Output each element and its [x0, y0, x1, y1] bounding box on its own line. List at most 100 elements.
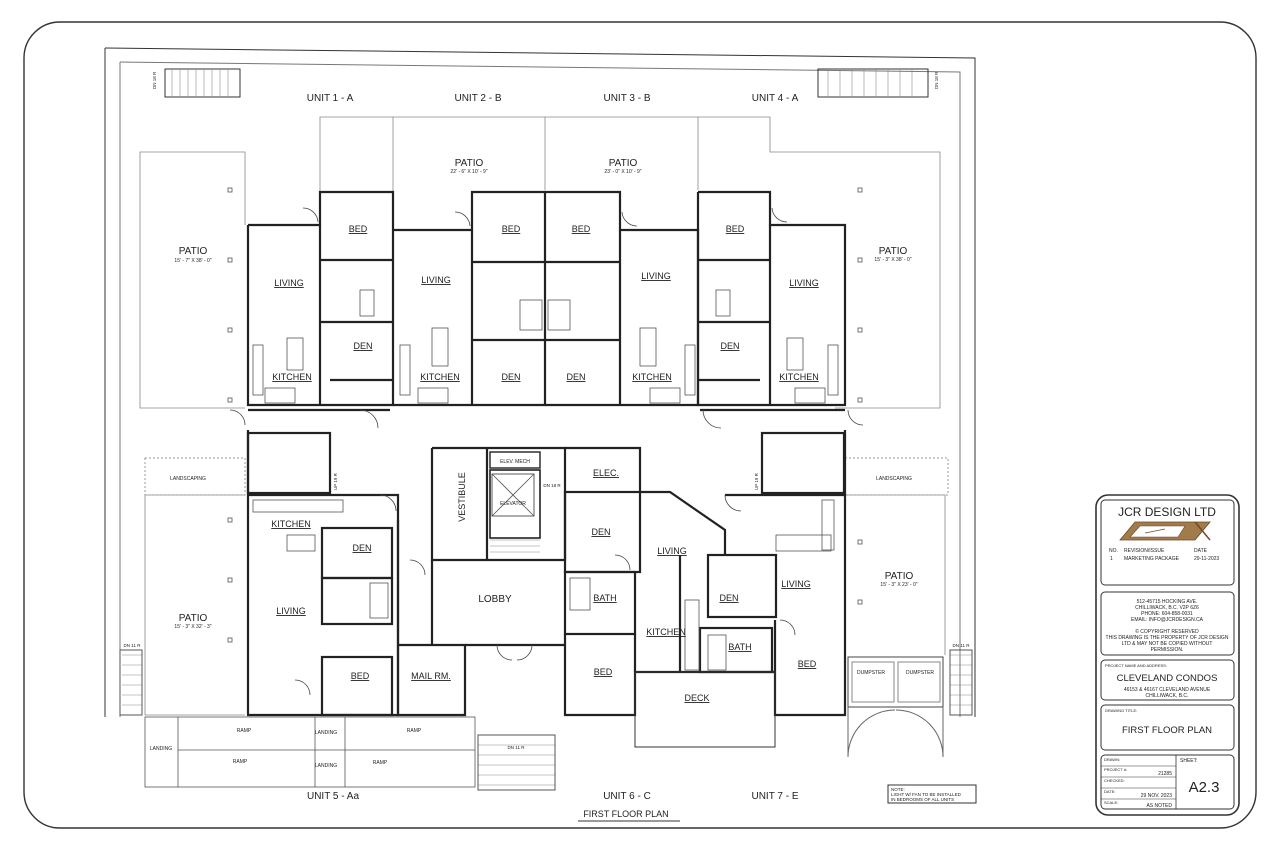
stair-callout: DN 18 R — [543, 483, 561, 488]
project-address: CHILLIWACK, B.C. — [1146, 693, 1189, 699]
room-label: BED — [349, 224, 368, 234]
copyright: PERMISSION. — [1151, 647, 1184, 653]
copyright: THIS DRAWING IS THE PROPERTY OF JCR DESI… — [1106, 635, 1229, 641]
rev-date: 29-11-2023 — [1194, 556, 1219, 562]
patio-label: PATIO — [879, 246, 908, 257]
room-label: ELEV. MECH — [500, 459, 530, 465]
patio-label: PATIO — [885, 571, 914, 582]
patio-unit1-outline — [139, 151, 246, 409]
date-label: DATE: — [1104, 789, 1115, 794]
room-label: KITCHEN — [646, 627, 686, 637]
unit-2-label: UNIT 2 - B — [454, 93, 501, 104]
room-label: KITCHEN — [779, 372, 819, 382]
project-no: 21285 — [1158, 771, 1172, 777]
room-label: KITCHEN — [632, 372, 672, 382]
property-line — [104, 47, 976, 717]
room-label: ELEVATOR — [500, 501, 526, 507]
address-line: 512-45715 HOCKING AVE. — [1137, 599, 1198, 605]
rev-date-header: DATE — [1194, 548, 1208, 554]
ramp-label: RAMP — [373, 760, 388, 766]
room-label: DEN — [720, 341, 739, 351]
company-logo-icon — [1119, 521, 1211, 541]
title-block: JCR DESIGN LTD NO. REVISION/ISSUE DATE 1… — [1095, 494, 1240, 816]
room-label: BED — [726, 224, 745, 234]
project-address: 46153 & 46167 CLEVELAND AVENUE — [1124, 687, 1211, 693]
patio-dims: 22' - 6" X 10' - 9" — [450, 169, 487, 175]
stair-callout: DN 18 R — [152, 71, 157, 89]
dumpster-enclosure — [847, 656, 944, 708]
room-label: BED — [594, 667, 613, 677]
checked-label: CHECKED: — [1104, 778, 1125, 783]
room-label: DEN — [719, 593, 738, 603]
sheet-label: SHEET: — [1180, 758, 1198, 764]
unit-1-label: UNIT 1 - A — [307, 93, 354, 104]
room-label: DEN — [352, 543, 371, 553]
stair-callout: UP 19 R — [333, 472, 338, 490]
dumpster-label: DUMPSTER — [906, 670, 934, 676]
room-label: VESTIBULE — [457, 472, 467, 522]
stair-callout: UP 19 R — [754, 472, 759, 490]
room-label: ELEC. — [593, 468, 619, 478]
stair-callout: DN 11 R — [124, 643, 142, 648]
drawing-title: FIRST FLOOR PLAN — [1122, 725, 1212, 736]
plan-title: FIRST FLOOR PLAN — [583, 809, 668, 819]
sheet-number: A2.3 — [1189, 779, 1220, 796]
project-name: CLEVELAND CONDOS — [1117, 673, 1218, 684]
patio-label: PATIO — [179, 246, 208, 257]
room-label: DEN — [591, 527, 610, 537]
email: EMAIL: INFO@JCRDESIGN.CA — [1131, 617, 1204, 623]
room-label: LIVING — [641, 271, 671, 281]
room-label: LOBBY — [478, 594, 512, 605]
patio-dims: 15' - 3" X 23' - 0" — [880, 582, 917, 588]
rev-issue-header: REVISION/ISSUE — [1124, 548, 1165, 554]
note-line: LIGHT W/ FAN TO BE INSTALLED — [891, 792, 962, 797]
unit-6-label: UNIT 6 - C — [603, 791, 651, 802]
patio-dims: 23' - 0" X 10' - 9" — [604, 169, 641, 175]
room-label: BED — [798, 659, 817, 669]
project-label: PROJECT NAME AND ADDRESS: — [1105, 663, 1167, 668]
note-line: IN BEDROOMS OF ALL UNITS — [891, 797, 954, 802]
unit-3-label: UNIT 3 - B — [603, 93, 650, 104]
patio-upper-outline — [319, 116, 941, 409]
drawing-title-label: DRAWING TITLE: — [1105, 708, 1137, 713]
landing-label: LANDING — [315, 763, 337, 769]
room-label: LIVING — [421, 275, 451, 285]
room-label: BATH — [728, 642, 751, 652]
patio-dims: 15' - 3" X 38' - 0" — [874, 257, 911, 263]
room-label: DECK — [684, 693, 709, 703]
unit-4-label: UNIT 4 - A — [752, 93, 799, 104]
room-label: BED — [502, 224, 521, 234]
drawn-label: DRAWN: — [1104, 757, 1120, 762]
patio-label: PATIO — [455, 158, 484, 169]
room-label: DEN — [501, 372, 520, 382]
room-label: MAIL RM. — [411, 671, 451, 681]
landscaping-label: LANDSCAPING — [170, 476, 206, 482]
room-label: KITCHEN — [271, 519, 311, 529]
landing-label: LANDING — [315, 730, 337, 736]
room-label: DEN — [566, 372, 585, 382]
room-label: BATH — [593, 593, 616, 603]
patio-label: PATIO — [179, 613, 208, 624]
room-label: LIVING — [657, 546, 687, 556]
stair-top-right — [817, 68, 929, 98]
note-box — [887, 784, 977, 804]
copyright: © COPYRIGHT RESERVED — [1135, 628, 1199, 635]
scale-value: AS NOTED — [1146, 803, 1172, 809]
room-label: LIVING — [274, 278, 304, 288]
rev-no: 1 — [1110, 556, 1113, 562]
room-label: DEN — [353, 341, 372, 351]
room-label: BED — [351, 671, 370, 681]
patio-dims: 15' - 7" X 38' - 0" — [174, 258, 211, 264]
room-label: LIVING — [276, 606, 306, 616]
rev-issue: MARKETING PACKAGE — [1124, 556, 1180, 562]
patio-dims: 15' - 3" X 32' - 3" — [174, 624, 211, 630]
address-line: CHILLIWACK, B.C. V2P 6Z6 — [1135, 605, 1199, 611]
room-label: BED — [572, 224, 591, 234]
sheet-frame — [23, 21, 1257, 829]
deck-outline — [634, 671, 776, 748]
ramp-label: RAMP — [237, 728, 252, 734]
stair-callout: DN 11 R — [953, 643, 971, 648]
phone: PHONE: 604-858-0031 — [1141, 611, 1193, 617]
note-line: NOTE: — [891, 787, 905, 792]
